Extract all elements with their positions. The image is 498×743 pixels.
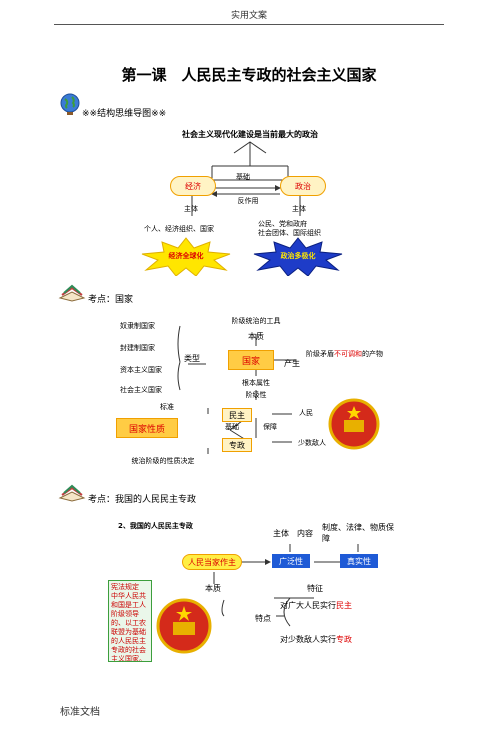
politics-star-text: 政治多极化 [280, 251, 316, 260]
base-label: 基础 [236, 172, 250, 181]
economy-node: 经济 [170, 176, 216, 196]
politics-star-burst [253, 237, 343, 276]
class-label: 阶级性 [245, 390, 267, 399]
trait-dictatorship: 对少数敌人实行专政 [280, 634, 352, 645]
produce-text: 阶级矛盾不可调和的产物 [306, 350, 386, 359]
right-subject-label: 主体 [292, 204, 306, 213]
produce-text-c: 的产物 [362, 350, 383, 358]
basis-label: 基础 [225, 422, 239, 431]
diagram-top-text: 社会主义现代化建设是当前最大的政治 [182, 129, 318, 139]
dictatorship-heading: 2、我国的人民民主专政 [118, 522, 193, 530]
dictatorship-node: 专政 [222, 438, 252, 452]
essence-label: 本质 [248, 331, 264, 341]
real-node: 真实性 [340, 554, 378, 568]
democracy-node: 民主 [222, 408, 252, 422]
mindmap-state: 阶级统治的工具 本质 国家 产生 阶级矛盾不可调和的产物 类型 奴隶制国家 封建… [96, 314, 396, 472]
tool-label: 阶级统治的工具 [231, 316, 281, 325]
constitution-box: 宪法规定 中华人民共和国是工人阶级领导的、以工农联盟为基础的人民民主专政的社会主… [108, 580, 152, 662]
section2-label: 考点：国家 [88, 295, 134, 305]
few-enemies-label: 少数敌人 [298, 438, 326, 447]
react-label: 反作用 [237, 196, 259, 205]
state-node: 国家 [228, 350, 274, 370]
trait2-text: 对少数敌人实行 [280, 635, 336, 644]
left-subject-label: 主体 [184, 204, 198, 213]
broad-node: 广泛性 [272, 554, 310, 568]
dictatorship-diagram-lines [213, 544, 359, 627]
globe-icon [60, 93, 80, 115]
traits-label: 特点 [255, 613, 271, 623]
page-footer: 标准文档 [60, 707, 100, 718]
book-icon [58, 284, 86, 302]
produce-label: 产生 [284, 358, 300, 368]
section3-label: 考点：我国的人民民主专政 [88, 495, 197, 505]
system-label: 制度、法律、物质保障 [322, 523, 394, 543]
politics-entities: 公民、党和政府 社会团体、国际组织 [258, 220, 321, 237]
standard-label: 标准 [160, 402, 174, 411]
national-emblem-icon [328, 398, 380, 450]
economy-star-text: 经济全球化 [168, 251, 204, 260]
people-label: 人民 [299, 408, 313, 417]
trait1-highlight: 民主 [336, 601, 352, 610]
trait-democracy: 对广大人民实行民主 [280, 600, 352, 611]
trait2-highlight: 专政 [336, 635, 352, 644]
section1-label: ※※结构思维导图※※ [82, 109, 167, 119]
feature-label: 特征 [307, 583, 323, 593]
mindmap-dictatorship: 2、我国的人民民主专政 主体 内容 制度、法律、物质保障 人民当家作主 广泛性 … [104, 520, 404, 664]
decided-label: 统治阶级的性质决定 [131, 456, 195, 465]
essence-label-3: 本质 [205, 583, 221, 593]
master-node: 人民当家作主 [182, 554, 242, 570]
header-rule [54, 24, 444, 25]
mindmap-economy-politics: 社会主义现代化建设是当前最大的政治 经济 政治 基础 反作用 主体 主体 个人、… [141, 126, 350, 276]
state-nature-node: 国家性质 [116, 418, 178, 438]
lesson-title: 第一课 人民民主专政的社会主义国家 [121, 66, 377, 84]
type-item: 资本主义国家 [120, 366, 162, 374]
economy-star-burst [141, 237, 231, 276]
book-icon [58, 484, 86, 502]
type-item: 社会主义国家 [120, 386, 162, 394]
page-header: 实用文案 [230, 11, 267, 21]
economy-entities: 个人、经济组织、国家 [144, 224, 214, 233]
produce-text-b: 不可调和 [334, 350, 362, 358]
root-attribute-label: 根本属性 [242, 378, 270, 387]
trait1-text: 对广大人民实行 [280, 601, 336, 610]
type-label: 类型 [184, 353, 200, 363]
produce-text-a: 阶级矛盾 [306, 350, 334, 358]
politics-node: 政治 [280, 176, 326, 196]
subject-label: 主体 [273, 528, 289, 538]
diagram-arrows [191, 141, 302, 216]
national-emblem-icon [156, 598, 212, 654]
type-item: 封建制国家 [120, 344, 155, 352]
guarantee-label: 保障 [263, 422, 277, 431]
content-label: 内容 [297, 528, 313, 538]
type-item: 奴隶制国家 [120, 322, 155, 330]
